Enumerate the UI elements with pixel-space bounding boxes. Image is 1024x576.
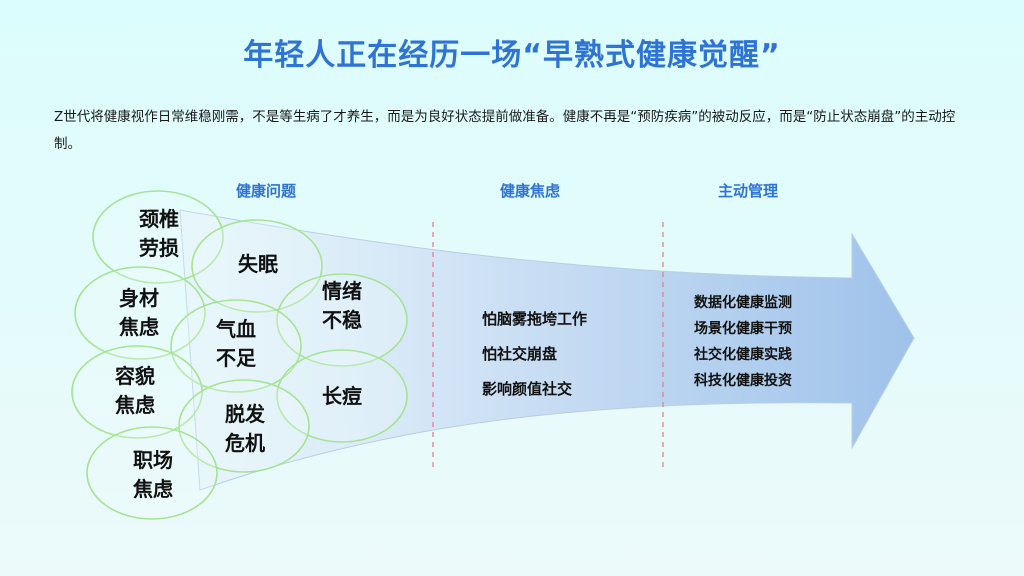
bubble-circle: [276, 349, 408, 443]
anxiety-item: 影响颜值社交: [482, 380, 573, 398]
bubble-circle: [178, 379, 310, 473]
anxiety-list: 怕脑雾拖垮工作 怕社交崩盘 影响颜值社交: [482, 302, 587, 407]
bubble-label: 长痘: [322, 384, 362, 408]
management-item: 科技化健康投资: [694, 373, 792, 389]
flow-arrow: [179, 209, 915, 491]
bubble-label: 情绪不稳: [322, 279, 362, 332]
bubble-label: 容貌焦虑: [115, 364, 155, 417]
bubble-circle: [170, 299, 302, 393]
management-item: 场景化健康干预: [694, 321, 792, 337]
anxiety-item: 怕社交崩盘: [482, 345, 558, 363]
bubble-label: 身材焦虑: [119, 286, 159, 339]
anxiety-item: 怕脑雾拖垮工作: [482, 310, 588, 328]
page-title: 年轻人正在经历一场“早熟式健康觉醒”: [243, 38, 781, 73]
bubble-circle: [71, 345, 203, 439]
bubble-label: 职场焦虑: [133, 448, 173, 501]
bubble-label: 脱发危机: [225, 402, 265, 455]
column-header-management: 主动管理: [718, 182, 779, 200]
column-header-problems: 健康问题: [236, 182, 297, 200]
column-header-anxiety: 健康焦虑: [500, 182, 561, 200]
bubble-circle: [191, 219, 323, 313]
intro-paragraph: Z世代将健康视作日常维稳刚需，不是等生病了才养生，而是为良好状态提前做准备。健康…: [54, 109, 956, 152]
bubble-label: 气血不足: [216, 317, 256, 370]
management-item: 数据化健康监测: [694, 295, 792, 311]
bubble-label: 失眠: [238, 252, 278, 276]
management-item: 社交化健康实践: [694, 347, 792, 363]
management-list: 数据化健康监测 场景化健康干预 社交化健康实践 科技化健康投资: [694, 290, 792, 394]
bubble-circle: [92, 190, 224, 284]
bubble-circle: [86, 426, 218, 520]
bubble-label: 颈椎劳损: [139, 207, 179, 260]
bubble-circle: [276, 273, 408, 367]
